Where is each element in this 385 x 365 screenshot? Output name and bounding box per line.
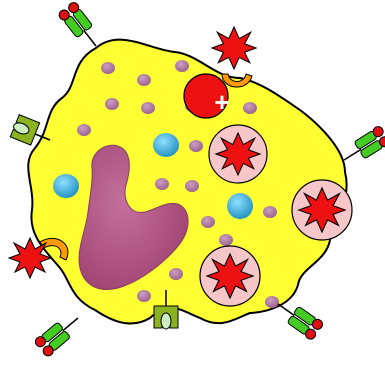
granule-dot (153, 133, 179, 157)
granule-dot (101, 62, 115, 74)
granule-dot (137, 290, 151, 302)
granule-dot (137, 74, 151, 86)
granule-dot (141, 102, 155, 114)
vacuole-circle (209, 125, 267, 183)
granule-dot (77, 124, 91, 136)
granule-dot (185, 180, 199, 192)
granule-dot (219, 234, 233, 246)
vacuole-circle (200, 246, 260, 306)
granule-dot (243, 102, 257, 114)
granule-dot (201, 216, 215, 228)
vacuole-circle (292, 180, 352, 240)
granule-dot (263, 206, 277, 218)
granule-dot (105, 98, 119, 110)
granule-dot (53, 174, 79, 198)
receptor-icon (57, 1, 105, 53)
granule-dot (227, 193, 253, 219)
receptor-icon (338, 125, 385, 170)
receptor-icon (33, 310, 85, 358)
granule-dot (155, 178, 169, 190)
granule-dot (169, 268, 183, 280)
granule-dot (265, 296, 279, 308)
granule-dot (175, 60, 189, 72)
granule-dot (189, 140, 203, 152)
positive-marker: + (214, 87, 229, 117)
